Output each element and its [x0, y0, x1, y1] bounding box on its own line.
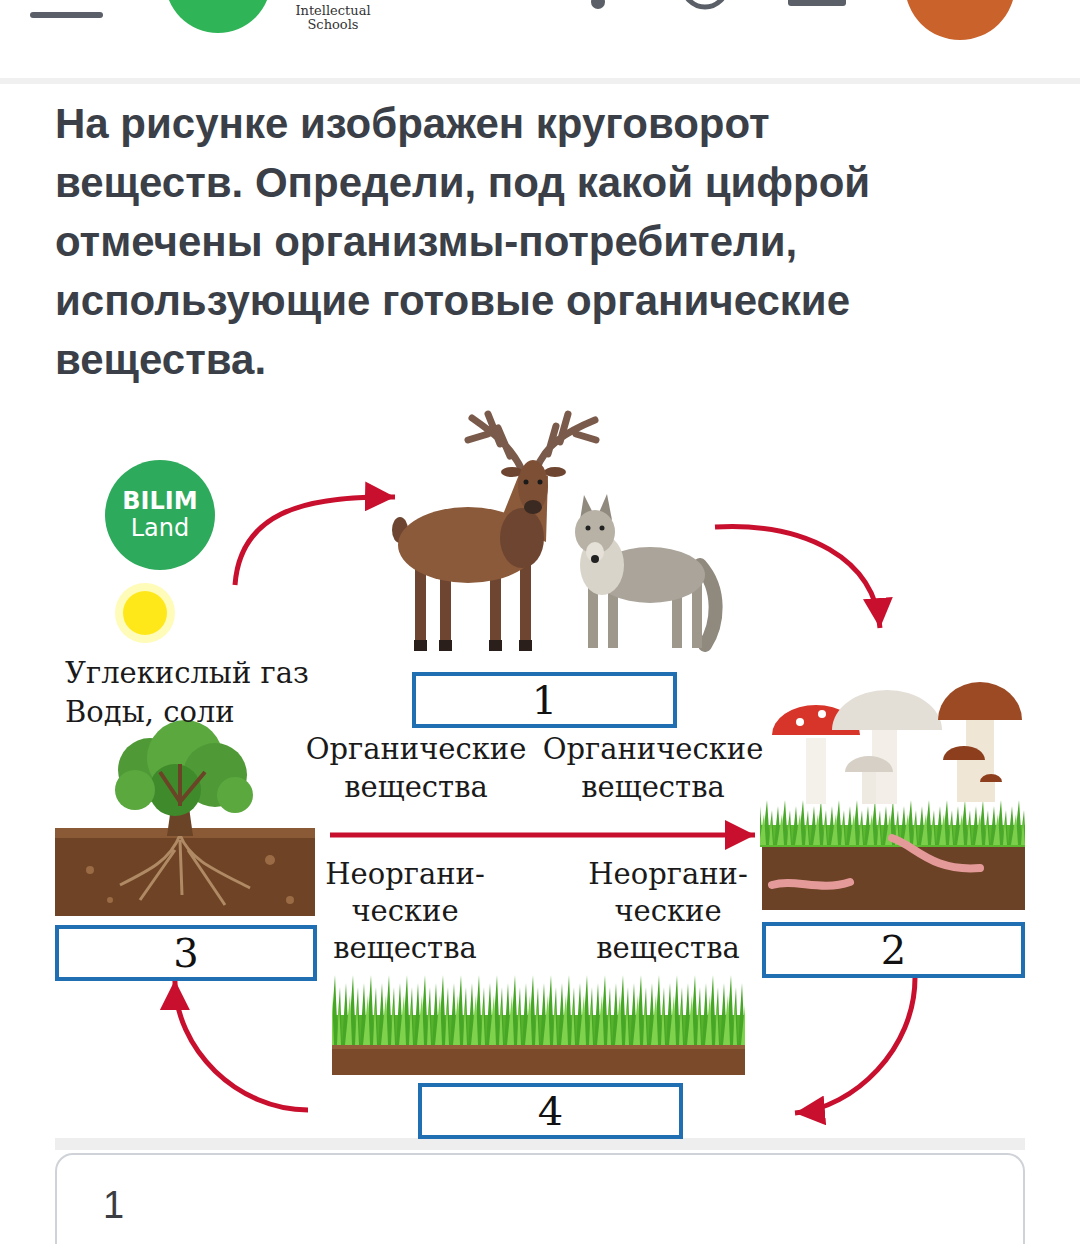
answer-field: 1 [55, 1153, 1025, 1244]
tree-figure [120, 835, 250, 905]
answer-input-box: 1 [55, 1153, 1025, 1244]
tree-figure [115, 770, 155, 810]
mushrooms-soil-figure [957, 758, 971, 802]
app-header [683, 0, 727, 7]
app-header [788, 0, 846, 6]
wolf-figure [575, 494, 716, 648]
cycle-arrow [795, 978, 915, 1113]
tree-figure [286, 896, 294, 904]
wolf-figure [600, 526, 605, 531]
logo-text: BILIM [105, 487, 215, 515]
wolf-figure [591, 555, 599, 563]
cycle-stage: 3 [55, 585, 330, 980]
deer-figure [519, 640, 532, 651]
app-header [0, 0, 1080, 84]
deer-figure [439, 640, 452, 651]
sun-icon [115, 583, 175, 643]
logo-text: Intellectual [290, 4, 376, 18]
sun-icon [123, 591, 167, 635]
cycle-arrow [175, 980, 308, 1110]
tree-figure [55, 720, 315, 916]
stage-number: 4 [538, 1089, 563, 1133]
grass-soil-band [332, 975, 745, 1075]
mushrooms-soil-figure [762, 845, 1025, 910]
cycle-stage: 1 [395, 410, 715, 728]
stage-number: 3 [173, 931, 198, 975]
deer-figure [538, 480, 543, 485]
mushrooms-soil-figure [806, 738, 826, 804]
tree-figure [265, 855, 275, 865]
mushrooms-soil-figure [818, 710, 826, 718]
substance-label: Неоргани- ческие вещества [568, 856, 768, 967]
app-header [165, 0, 271, 33]
tree-figure [217, 777, 253, 813]
bilim-logo [105, 460, 215, 570]
substance-label: Органические вещества [528, 730, 778, 806]
stage-number: 1 [532, 678, 557, 722]
deer-figure [544, 467, 566, 477]
tree-figure [160, 764, 205, 806]
app-header [905, 0, 1015, 40]
logo-text: Schools [290, 18, 376, 32]
stage-number: 2 [881, 928, 906, 972]
deer-figure [520, 560, 531, 642]
cycle-arrow [330, 832, 755, 837]
cycle-stage: 2 [755, 628, 1030, 978]
mushrooms-soil-figure [943, 746, 985, 760]
number-box: 2 [762, 922, 1025, 978]
cycle-arrow [715, 527, 880, 628]
deer-figure [414, 640, 427, 651]
wolf-figure [586, 542, 604, 562]
mushrooms-soil-figure [938, 682, 1022, 720]
divider-band [55, 1138, 1025, 1150]
app-header [30, 12, 103, 18]
grass-soil-band [332, 1043, 745, 1075]
number-box: 3 [55, 925, 317, 981]
deer-figure [524, 500, 542, 514]
substance-label: Неоргани- ческие вещества [305, 856, 505, 967]
tree-figure [149, 764, 201, 816]
divider-band [55, 1138, 1025, 1150]
deer-figure [500, 508, 544, 568]
mushrooms-soil-figure [987, 780, 995, 802]
substance-label: Воды, соли [65, 693, 355, 731]
grass-soil-band [332, 975, 745, 1045]
mushrooms-soil-figure [845, 756, 893, 772]
logo-text: Land [105, 514, 215, 542]
number-box: 4 [418, 1083, 683, 1139]
mushrooms-soil-figure [772, 882, 850, 886]
mushrooms-soil-figure [862, 770, 876, 804]
tree-figure [55, 828, 315, 916]
app-header [591, 0, 605, 9]
deer-figure [489, 640, 502, 651]
app-header [0, 78, 1080, 84]
tree-figure [86, 866, 94, 874]
deer-figure [392, 414, 596, 651]
bilim-logo [105, 460, 215, 570]
answer-text: 1 [103, 1183, 124, 1227]
sun-icon [115, 583, 175, 643]
substance-label: Углекислый газ [65, 654, 355, 692]
tree-figure [107, 897, 113, 903]
mushrooms-soil-figure [892, 838, 980, 868]
number-box: 1 [412, 672, 677, 728]
mushrooms-soil-figure [832, 690, 942, 730]
substance-label: Органические вещества [291, 730, 541, 806]
cycle-stage: 4 [308, 975, 795, 1140]
deer-figure [524, 480, 529, 485]
question-title: На рисунке изображен круговорот веществ.… [55, 94, 955, 389]
mushrooms-soil-figure [980, 774, 1002, 782]
mushrooms-soil-figure [796, 718, 804, 726]
cycle-arrow [235, 497, 395, 585]
mushrooms-soil-figure [760, 682, 1025, 910]
wolf-figure [586, 526, 591, 531]
